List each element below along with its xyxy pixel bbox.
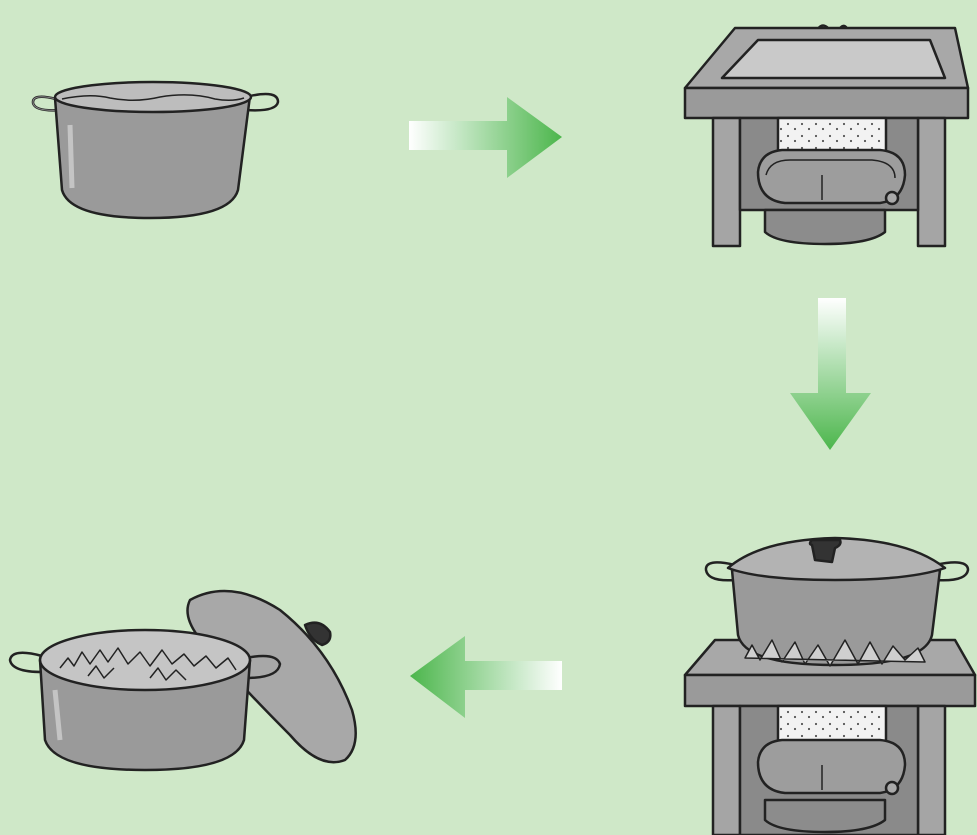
covered-pot-stove-icon <box>685 538 975 835</box>
arrow-down <box>790 298 871 450</box>
open-pot-lid-icon <box>10 591 356 770</box>
arrow-right <box>409 97 562 178</box>
stove-flame-icon <box>685 26 968 246</box>
arrow-left <box>410 636 562 718</box>
pot-icon <box>33 82 278 218</box>
